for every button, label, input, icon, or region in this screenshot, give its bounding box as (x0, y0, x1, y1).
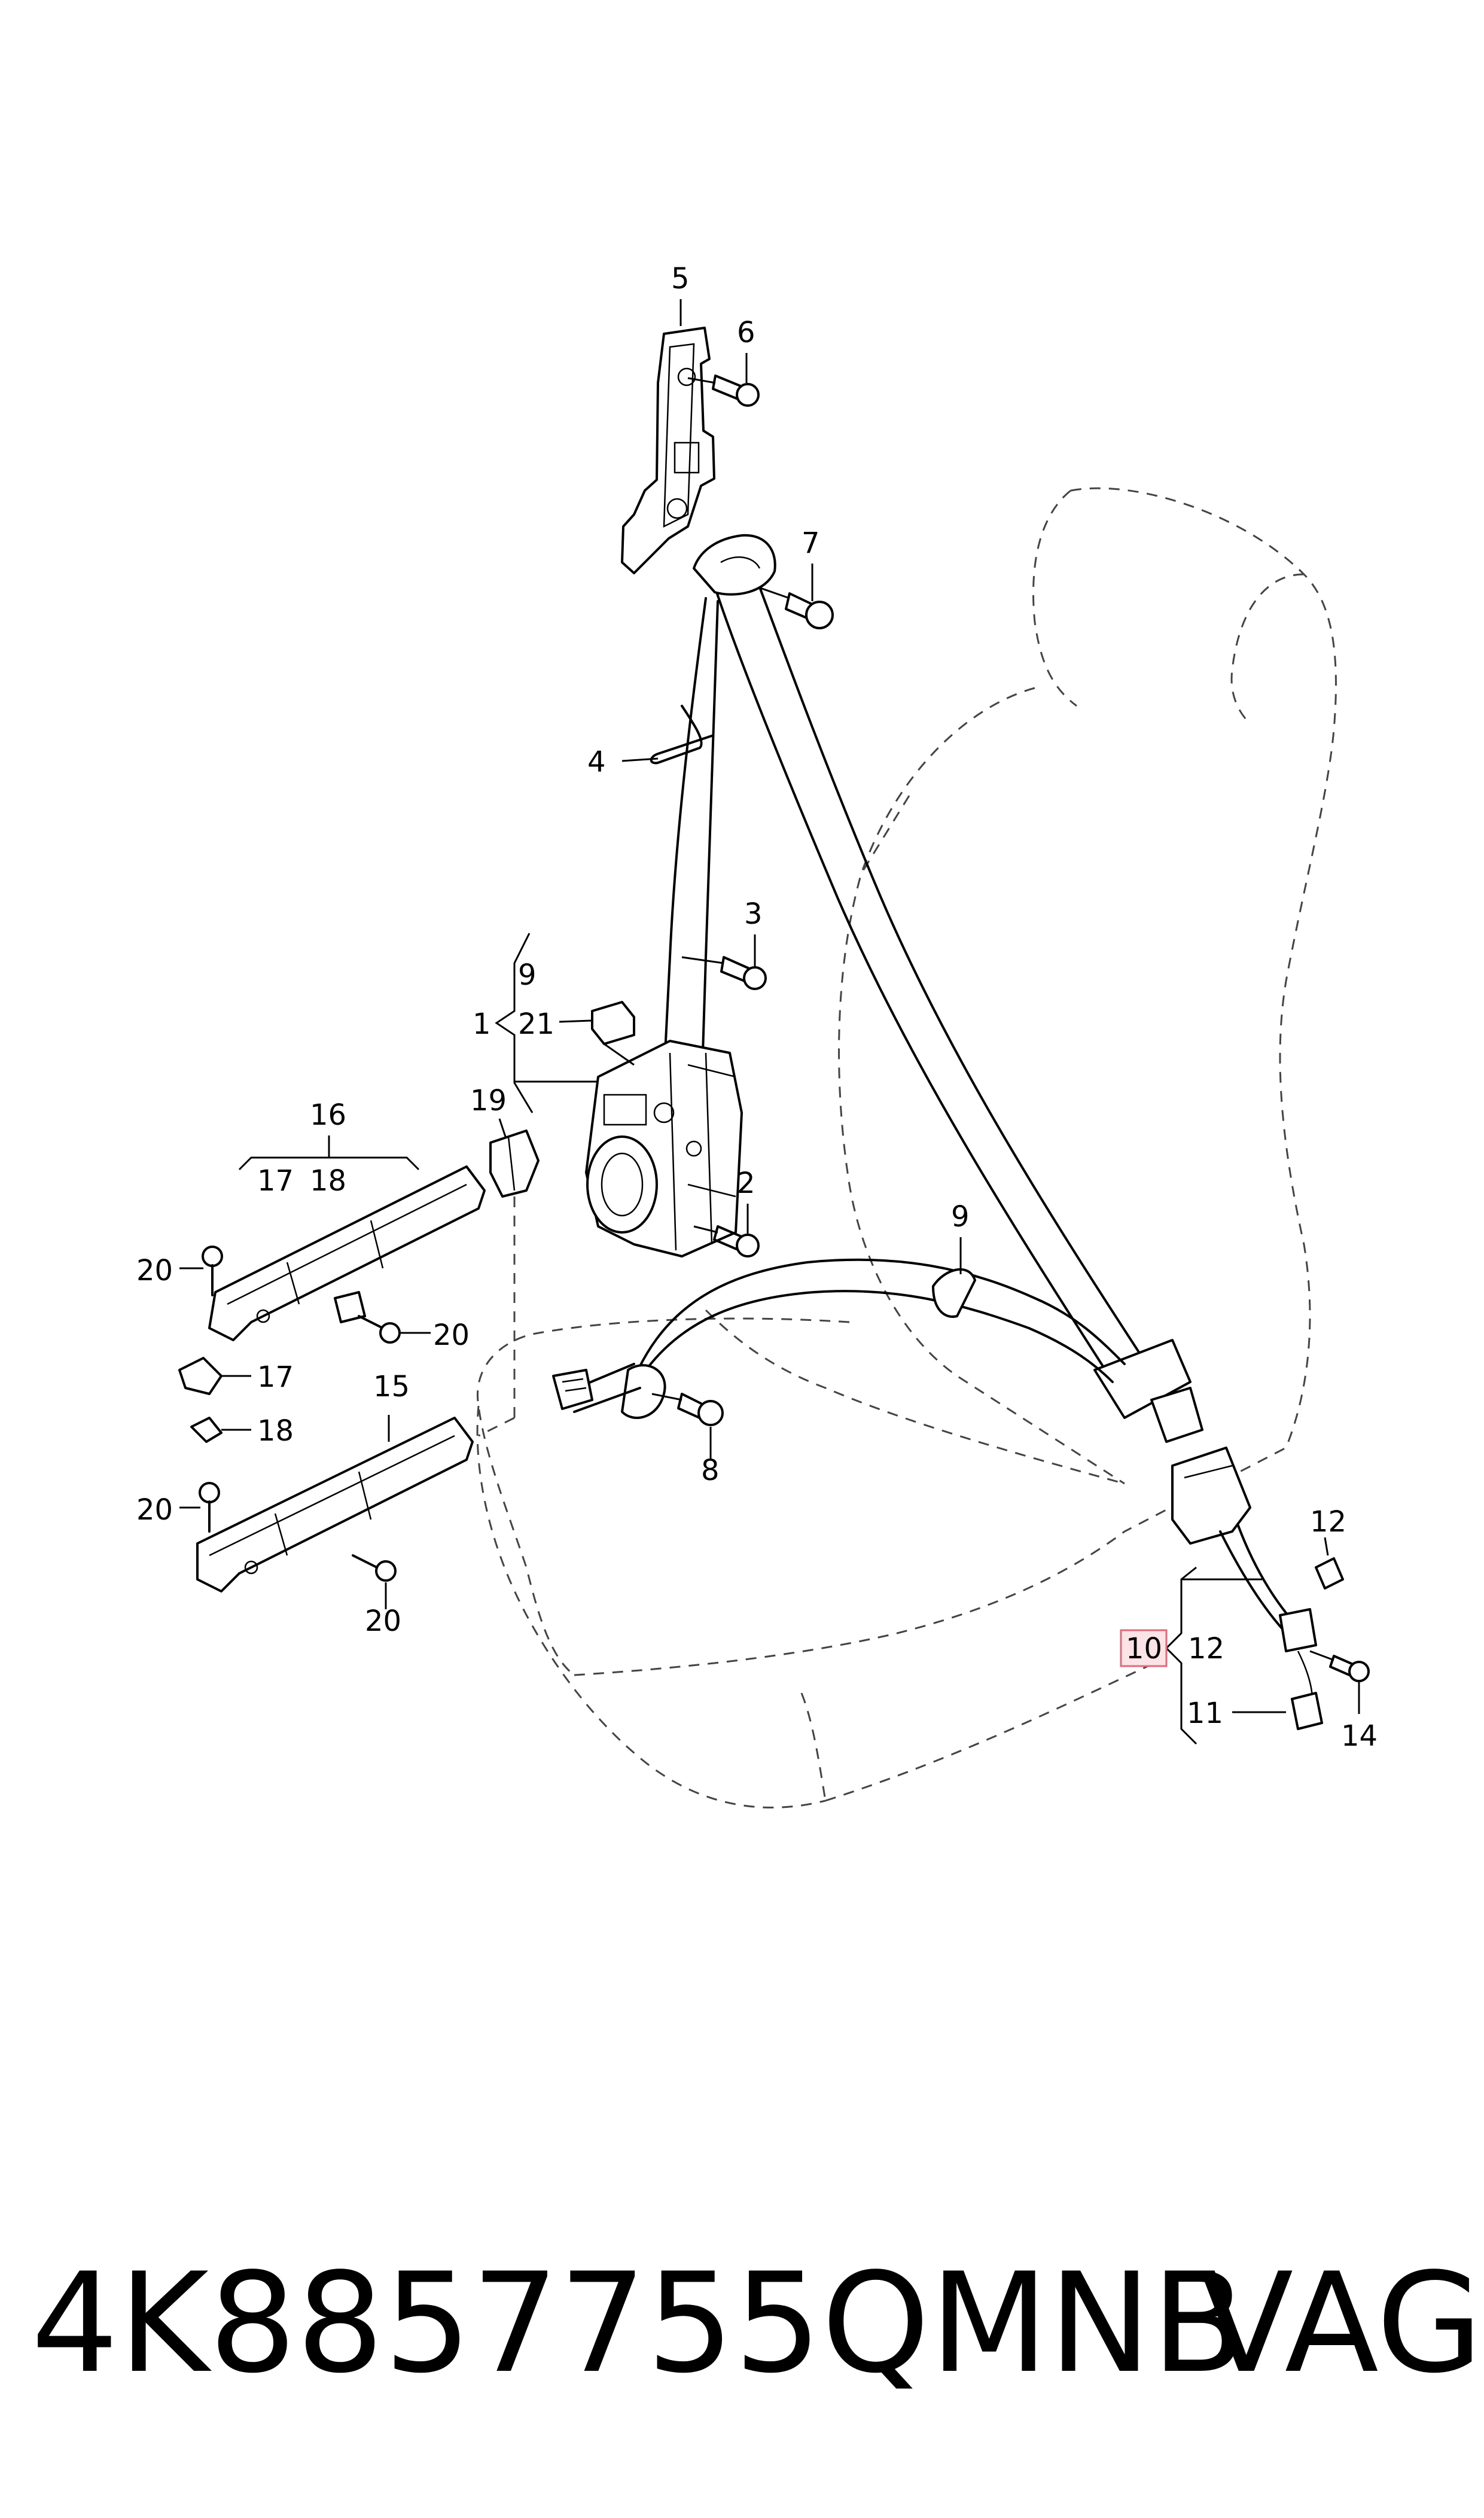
height-adjuster-rail (621, 327, 715, 574)
callout-18-upper: 18 (310, 1164, 346, 1198)
seat-rail-16 (208, 1165, 486, 1341)
callout-2: 2 (737, 1167, 755, 1200)
callout-18-lower: 18 (257, 1414, 294, 1448)
callout-10-highlight (1120, 1629, 1168, 1667)
group-bracket-10 (1165, 1566, 1286, 1745)
belt-webbing-lap (552, 1258, 1126, 1419)
clip-17 (178, 1357, 251, 1395)
callout-20-d: 20 (365, 1604, 401, 1638)
callout-9-lower: 9 (951, 1200, 970, 1234)
screw-2 (693, 1225, 760, 1258)
part-number-label: 4K8857755QMNB (31, 2244, 1246, 2404)
screw-6 (687, 374, 760, 407)
callout-21: 21 (518, 1007, 554, 1041)
belt-webbing-vertical (664, 597, 719, 1054)
screw-20-lower-right (352, 1554, 397, 1609)
group-bracket-1 (495, 933, 598, 1113)
clip-19 (478, 1129, 540, 1437)
screw-20-lower-left (179, 1482, 220, 1533)
belt-webbing-shoulder (693, 534, 1203, 1443)
callout-10: 10 (1126, 1632, 1162, 1666)
clip-12 (1315, 1537, 1344, 1590)
callout-16: 16 (310, 1098, 346, 1132)
callout-17-upper: 17 (257, 1164, 294, 1198)
screw-20-upper-right (358, 1315, 431, 1344)
callout-1: 1 (473, 1007, 491, 1041)
screw-8 (651, 1393, 724, 1460)
brand-label: VAG (1199, 2244, 1483, 2404)
callout-8: 8 (701, 1454, 720, 1487)
callout-15: 15 (373, 1370, 410, 1403)
callout-12-upper: 12 (1310, 1505, 1346, 1539)
callout-11: 11 (1187, 1697, 1223, 1730)
callout-20-c: 20 (136, 1493, 173, 1527)
belt-retractor (585, 1040, 743, 1258)
callout-19: 19 (470, 1084, 507, 1118)
callout-5: 5 (671, 262, 690, 296)
clip-18 (190, 1417, 251, 1443)
callout-4: 4 (587, 745, 606, 779)
screw-3 (681, 956, 767, 990)
callout-12-lower: 12 (1188, 1632, 1224, 1666)
callout-9-upper: 9 (518, 958, 537, 992)
callout-6: 6 (737, 316, 755, 349)
callout-20-b: 20 (433, 1319, 470, 1352)
callout-labels: 5 6 7 4 3 9 1 21 19 16 17 18 2 20 9 20 1… (136, 262, 1378, 1753)
callout-17-lower: 17 (257, 1360, 294, 1394)
callout-14: 14 (1341, 1719, 1378, 1753)
callout-20-a: 20 (136, 1254, 173, 1287)
belt-guide-4 (621, 705, 713, 765)
seat-outline (476, 487, 1337, 1808)
seat-rail-15 (196, 1415, 474, 1593)
screw-20-upper-left (179, 1246, 223, 1296)
callout-3: 3 (744, 897, 763, 931)
module-21 (559, 1001, 635, 1066)
screw-14 (1309, 1650, 1370, 1714)
belt-buckle (1171, 1447, 1323, 1730)
callout-7: 7 (802, 526, 820, 560)
